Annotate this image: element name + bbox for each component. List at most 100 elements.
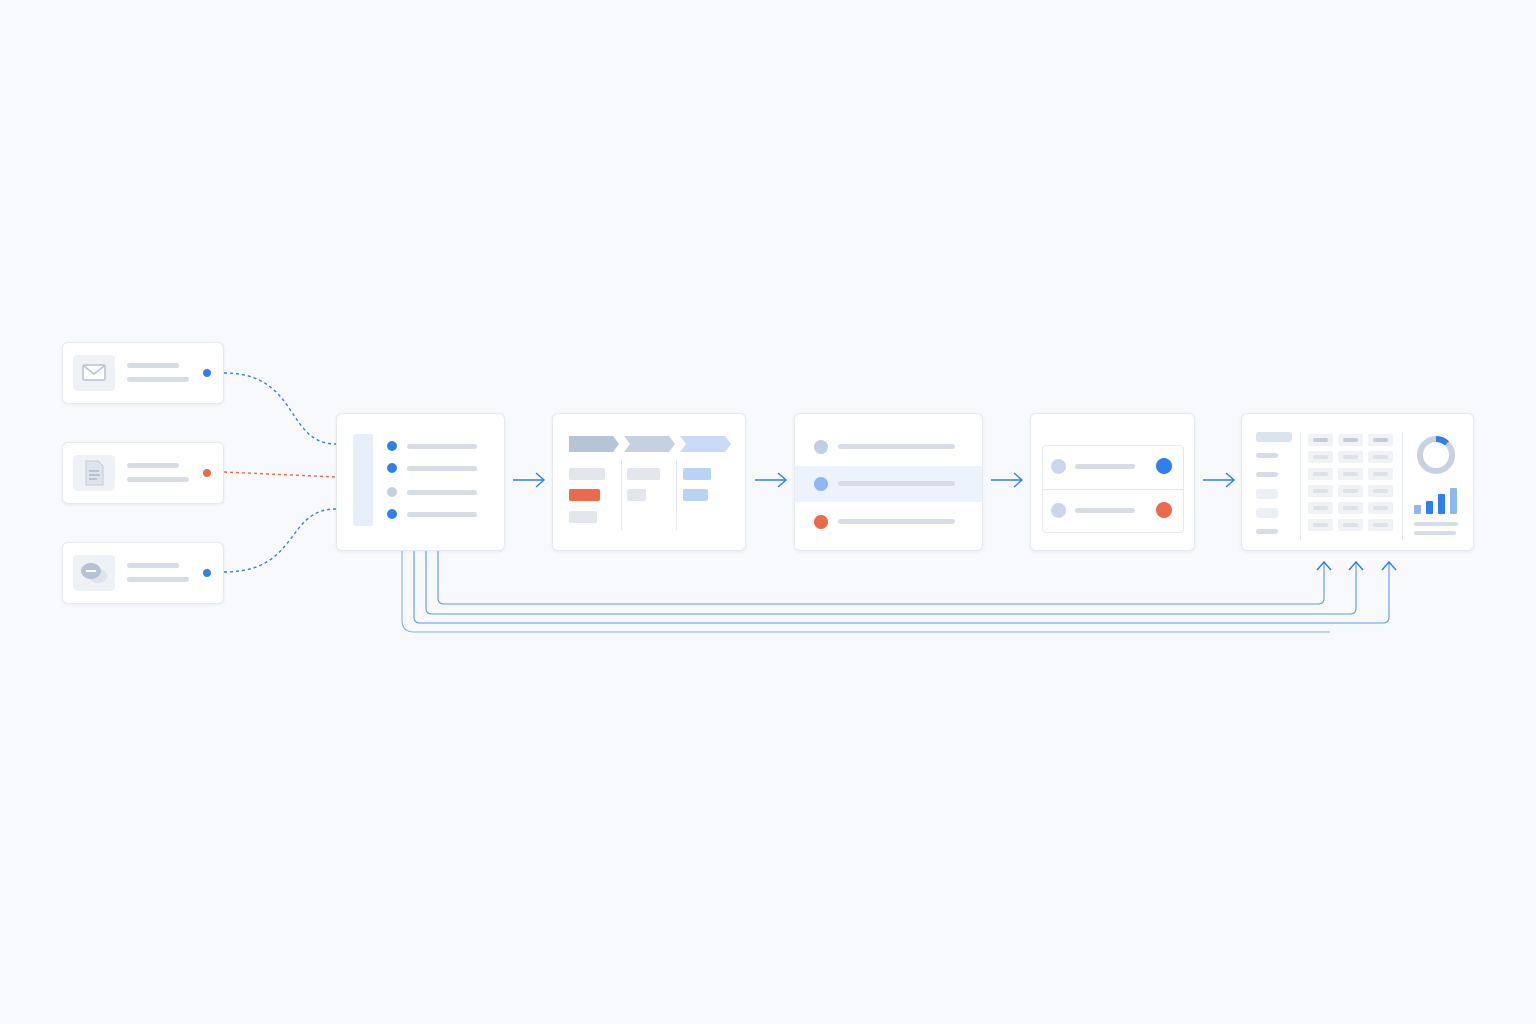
pipeline-chevron <box>680 436 731 452</box>
kanban-card <box>569 468 605 480</box>
kanban-card-active <box>683 468 711 480</box>
mini-bar-chart <box>1414 488 1460 514</box>
mini-bar <box>1450 488 1457 514</box>
triage-item-dot <box>814 515 828 529</box>
source-connector <box>223 508 337 573</box>
mini-bar <box>1426 501 1433 514</box>
intake-item-line <box>407 490 477 495</box>
kanban-card <box>627 489 646 501</box>
source-title-placeholder <box>127 463 179 468</box>
arrow-right-icon <box>777 472 788 488</box>
chart-caption-line <box>1414 531 1456 535</box>
table-cell <box>1338 451 1363 463</box>
source-card-document <box>62 442 224 504</box>
donut-chart <box>1417 436 1455 474</box>
status-indicator <box>1156 502 1172 518</box>
intake-item-line <box>407 444 477 449</box>
dashboard-sidebar-item <box>1256 453 1278 458</box>
feedback-line <box>425 550 1357 615</box>
triage-item-dot <box>814 440 828 454</box>
column-divider <box>621 460 622 530</box>
source-connector <box>223 372 337 445</box>
mini-bar <box>1414 505 1421 514</box>
stage-kanban-board <box>552 413 746 551</box>
chart-caption-line <box>1414 522 1458 526</box>
stage-status-panel <box>1030 413 1195 551</box>
table-cell <box>1368 468 1393 480</box>
dashboard-divider <box>1300 432 1301 540</box>
kanban-card <box>627 468 660 480</box>
intake-item-dot <box>387 487 397 497</box>
donut-track <box>1417 436 1455 474</box>
envelope-icon <box>82 364 106 381</box>
pipeline-chevrons <box>569 436 731 452</box>
column-divider <box>676 460 677 530</box>
arrow-up-icon <box>1348 560 1364 571</box>
source-subtitle-placeholder <box>127 377 189 382</box>
source-status-dot <box>203 569 211 577</box>
status-row-dot <box>1051 503 1066 518</box>
dashboard-sidebar-item <box>1256 508 1278 518</box>
kanban-card-flagged <box>569 489 600 501</box>
intake-item-line <box>407 512 477 517</box>
mini-bar <box>1438 494 1445 514</box>
dashboard-table <box>1308 434 1396 538</box>
table-cell <box>1308 468 1333 480</box>
dashboard-sidebar-item <box>1256 529 1278 534</box>
status-row-line <box>1075 508 1135 513</box>
stage-intake-list <box>336 413 505 551</box>
source-status-dot <box>203 469 211 477</box>
triage-item-line <box>838 481 955 486</box>
table-cell <box>1368 434 1393 446</box>
pipeline-chevron <box>569 436 619 452</box>
table-cell <box>1308 502 1333 514</box>
status-row-line <box>1075 464 1135 469</box>
intake-item-dot <box>387 509 397 519</box>
table-cell <box>1308 434 1333 446</box>
status-inner-panel <box>1042 445 1184 533</box>
source-card-chat <box>62 542 224 604</box>
dashboard-sidebar <box>1256 432 1296 538</box>
table-cell <box>1368 451 1393 463</box>
arrow-up-icon <box>1381 560 1397 571</box>
table-cell <box>1338 485 1363 497</box>
status-row-dot <box>1051 459 1066 474</box>
document-icon <box>85 460 104 486</box>
table-cell <box>1338 434 1363 446</box>
source-status-dot <box>203 369 211 377</box>
source-connector <box>223 471 337 478</box>
pipeline-chevron <box>624 436 675 452</box>
intake-item-dot <box>387 463 397 473</box>
arrow-right-icon <box>1225 472 1236 488</box>
dashboard-sidebar-item <box>1256 432 1292 442</box>
dashboard-sidebar-item <box>1256 472 1278 477</box>
feedback-line <box>437 550 1325 605</box>
intake-sidebar <box>353 434 373 526</box>
arrow-up-icon <box>1316 560 1332 571</box>
dashboard-divider <box>1402 432 1403 540</box>
table-cell <box>1368 502 1393 514</box>
status-indicator <box>1156 458 1172 474</box>
table-cell <box>1368 485 1393 497</box>
source-subtitle-placeholder <box>127 477 189 482</box>
source-title-placeholder <box>127 363 179 368</box>
source-subtitle-placeholder <box>127 577 189 582</box>
triage-item-line <box>838 519 955 524</box>
table-cell <box>1338 468 1363 480</box>
table-cell <box>1308 451 1333 463</box>
intake-item-dot <box>387 441 397 451</box>
triage-item-line <box>838 444 955 449</box>
table-cell <box>1338 502 1363 514</box>
arrow-right-icon <box>1013 472 1024 488</box>
arrow-right-icon <box>535 472 546 488</box>
table-cell <box>1308 485 1333 497</box>
source-card-email <box>62 342 224 404</box>
chat-icon-tile <box>73 555 115 591</box>
feedback-line <box>413 550 1390 624</box>
kanban-card <box>569 511 597 523</box>
table-cell <box>1368 519 1393 531</box>
donut-fill-arc <box>1417 436 1455 474</box>
table-cell <box>1338 519 1363 531</box>
